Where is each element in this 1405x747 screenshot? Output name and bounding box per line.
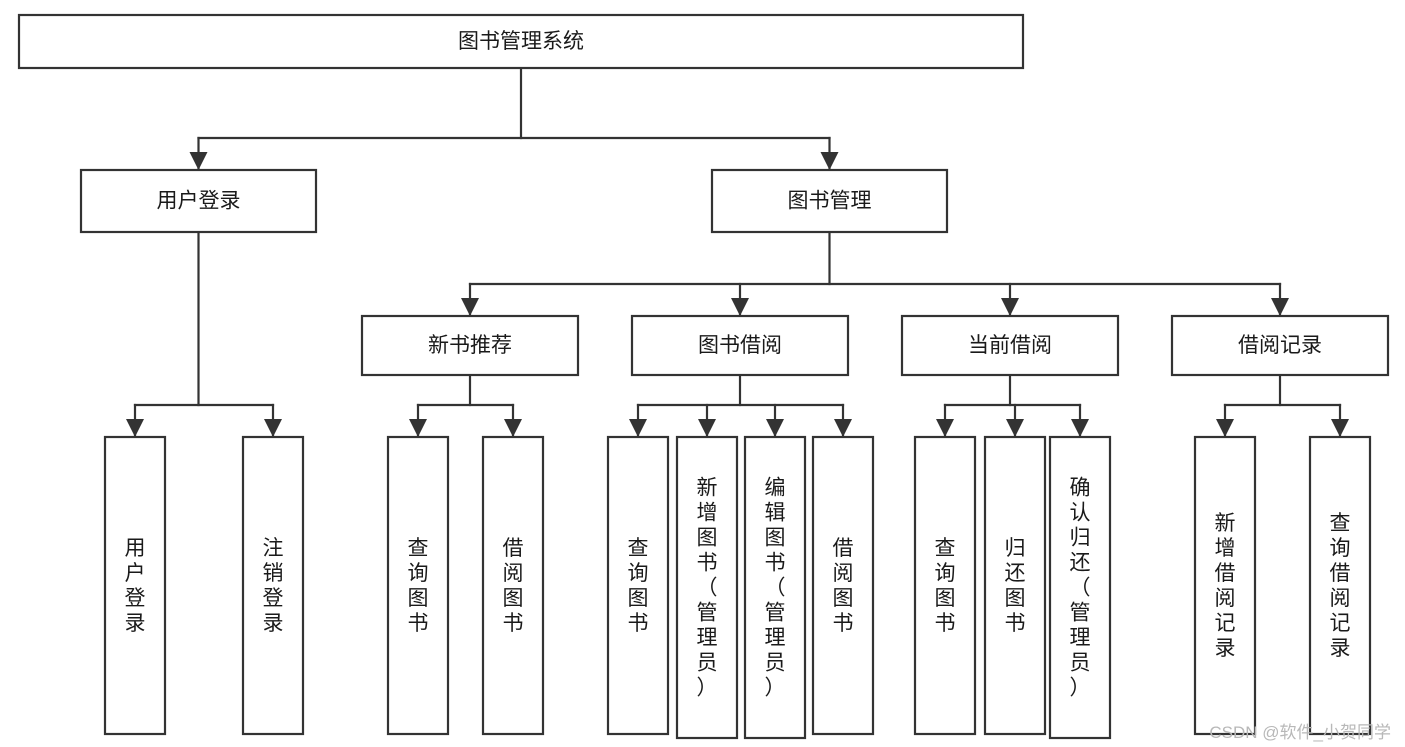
node-box bbox=[360, 314, 580, 377]
node-user-login[interactable]: 用户登录 bbox=[79, 168, 318, 234]
node-box bbox=[913, 435, 977, 736]
watermark-label: CSDN @软件_小贺同学 bbox=[1209, 723, 1391, 742]
node-label: 用户登录 bbox=[125, 537, 146, 635]
node-box bbox=[1170, 314, 1390, 377]
node-label: 新书推荐 bbox=[428, 334, 512, 357]
node-box bbox=[743, 435, 807, 740]
node-box bbox=[17, 13, 1025, 70]
node-label: 注销登录 bbox=[263, 537, 284, 635]
node-leaf-add-record[interactable]: 新增借阅记录 bbox=[1193, 435, 1257, 736]
node-box bbox=[710, 168, 949, 234]
node-box bbox=[481, 435, 545, 736]
node-box bbox=[675, 435, 739, 740]
node-leaf-borrow-book-2[interactable]: 借阅图书 bbox=[811, 435, 875, 736]
node-box bbox=[103, 435, 167, 736]
node-leaf-query-book-2[interactable]: 查询图书 bbox=[606, 435, 670, 736]
node-leaf-borrow-book-1[interactable]: 借阅图书 bbox=[481, 435, 545, 736]
node-leaf-edit-book[interactable]: 编辑图书（管理员） bbox=[743, 435, 807, 740]
node-label: 查询借阅记录 bbox=[1330, 512, 1351, 660]
node-label: 新增借阅记录 bbox=[1215, 512, 1236, 660]
node-label: 图书借阅 bbox=[698, 334, 782, 357]
node-box bbox=[1048, 435, 1112, 740]
node-label: 新增图书（管理员） bbox=[697, 477, 718, 700]
node-label: 查询图书 bbox=[408, 537, 429, 635]
node-label: 图书管理系统 bbox=[458, 30, 584, 53]
node-label: 借阅图书 bbox=[503, 537, 524, 635]
node-root[interactable]: 图书管理系统 bbox=[17, 13, 1025, 70]
node-leaf-logout[interactable]: 注销登录 bbox=[241, 435, 305, 736]
node-borrow-record[interactable]: 借阅记录 bbox=[1170, 314, 1390, 377]
node-label: 归还图书 bbox=[1005, 537, 1026, 635]
node-box bbox=[1308, 435, 1372, 736]
node-current-borrow[interactable]: 当前借阅 bbox=[900, 314, 1120, 377]
node-box bbox=[1193, 435, 1257, 736]
node-box bbox=[900, 314, 1120, 377]
node-label: 用户登录 bbox=[157, 190, 241, 213]
node-box bbox=[983, 435, 1047, 736]
node-box bbox=[241, 435, 305, 736]
node-box bbox=[630, 314, 850, 377]
node-leaf-user-login[interactable]: 用户登录 bbox=[103, 435, 167, 736]
node-label: 确认归还（管理员） bbox=[1070, 477, 1091, 700]
node-label: 查询图书 bbox=[628, 537, 649, 635]
node-leaf-return-book[interactable]: 归还图书 bbox=[983, 435, 1047, 736]
node-label: 图书管理 bbox=[788, 190, 872, 213]
node-leaf-query-book-3[interactable]: 查询图书 bbox=[913, 435, 977, 736]
node-box bbox=[79, 168, 318, 234]
node-box bbox=[606, 435, 670, 736]
node-label: 查询图书 bbox=[935, 537, 956, 635]
node-label: 借阅记录 bbox=[1238, 334, 1322, 357]
node-leaf-query-record[interactable]: 查询借阅记录 bbox=[1308, 435, 1372, 736]
node-box bbox=[811, 435, 875, 736]
node-label: 借阅图书 bbox=[833, 537, 854, 635]
node-leaf-confirm-return[interactable]: 确认归还（管理员） bbox=[1048, 435, 1112, 740]
node-leaf-add-book[interactable]: 新增图书（管理员） bbox=[675, 435, 739, 740]
node-leaf-query-book-1[interactable]: 查询图书 bbox=[386, 435, 450, 736]
node-book-mgmt[interactable]: 图书管理 bbox=[710, 168, 949, 234]
node-new-book-rec[interactable]: 新书推荐 bbox=[360, 314, 580, 377]
node-box bbox=[386, 435, 450, 736]
node-label: 编辑图书（管理员） bbox=[765, 477, 786, 700]
node-label: 当前借阅 bbox=[968, 334, 1052, 357]
node-book-borrow[interactable]: 图书借阅 bbox=[630, 314, 850, 377]
